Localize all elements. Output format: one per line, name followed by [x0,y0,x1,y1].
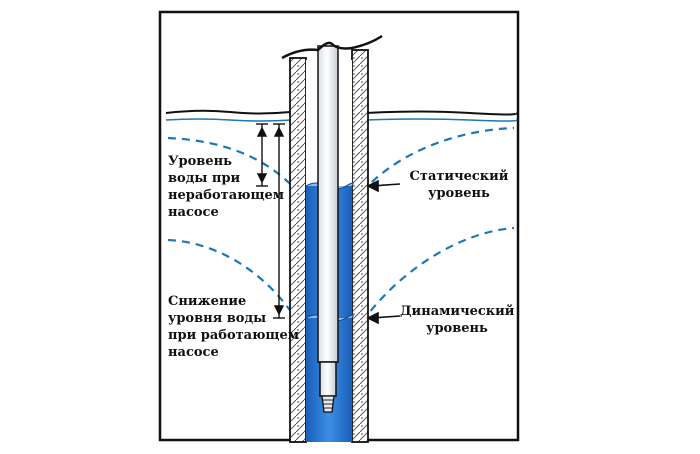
water-table-left [165,118,293,122]
label-drawdown: Снижение уровня воды при работающем насо… [168,293,299,361]
pump-grooves [322,399,334,409]
static-cone-left [167,136,299,193]
label-line: неработающем [168,188,285,203]
label-line: уровня воды [168,311,267,326]
label-line: Снижение [168,294,247,309]
dynamic-level-arrow [366,311,401,325]
label-line: Динамический [400,304,515,319]
static-level-arrow [366,179,401,193]
pump-body [319,361,337,397]
label-line: при работающем [168,328,300,343]
label-line: насосе [168,205,219,220]
dynamic-cone-left [167,238,299,323]
label-line: воды при [168,171,241,186]
label-static-water-level: Уровень воды при неработающем насосе [168,153,284,221]
water-table-right [365,118,517,122]
label-dynamic-level: Динамический уровень [400,303,514,337]
wellhead-cap [281,34,383,60]
label-line: уровень [426,321,488,336]
label-line: Статический [409,169,509,184]
label-static-level: Статический уровень [404,168,514,202]
label-line: Уровень [168,154,232,169]
casing-wall-right [351,49,369,443]
ground-surface-right [365,110,518,116]
drop-pipe [317,45,339,363]
static-cone-right [361,126,515,193]
label-line: насосе [168,345,219,360]
ground-surface-left [165,109,291,115]
drawdown-dimension [273,123,285,319]
label-line: уровень [428,186,490,201]
casing-wall-left [289,57,307,443]
static-level-dimension [256,123,268,187]
